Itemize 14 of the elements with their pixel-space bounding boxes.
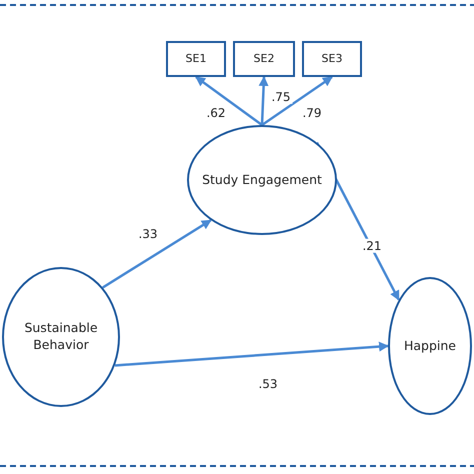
node-label: Study Engagement: [201, 172, 323, 188]
arrow: [261, 76, 333, 126]
node-label: Sustainable Behavior: [23, 320, 99, 354]
indicator-box: [166, 41, 226, 77]
indicator-box: [302, 41, 362, 77]
arrow: [258, 76, 269, 126]
arrow: [102, 219, 212, 289]
node-label: Happine: [402, 338, 457, 354]
arrow: [195, 76, 263, 126]
indicator-box: [233, 41, 295, 77]
node-label: SE2: [252, 52, 276, 66]
node-label: SE3: [320, 52, 344, 66]
arrow: [114, 342, 389, 367]
node-label: SE1: [184, 52, 208, 66]
